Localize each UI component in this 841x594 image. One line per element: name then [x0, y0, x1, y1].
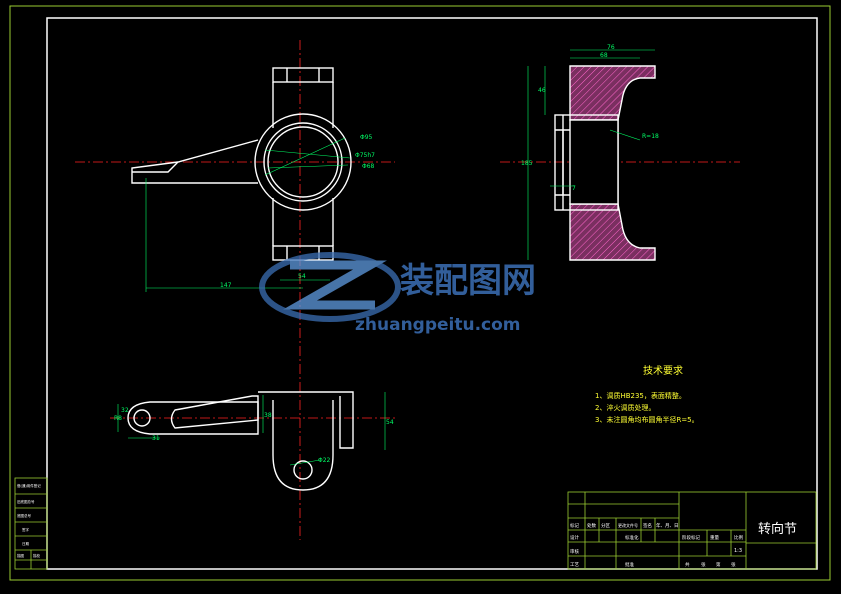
tb-zone: 分区: [601, 522, 610, 529]
tech-heading: 技术要求: [643, 364, 683, 377]
side-section-view: [554, 65, 656, 261]
watermark-logo: [259, 252, 401, 322]
dim-base-width: 54: [298, 273, 306, 280]
side-strip: [14, 477, 48, 570]
dim-left-height: 32: [121, 407, 129, 414]
dim-radius: R=18: [642, 133, 659, 140]
strip-old-base: 旧底图总号: [17, 499, 35, 504]
dim-left-small: R8: [114, 415, 122, 422]
strip-sign: 签字: [22, 527, 29, 532]
inner-frame: [46, 17, 818, 570]
tb-design: 设计: [570, 534, 579, 541]
tb-sign: 签名: [643, 522, 652, 529]
strip-borrowed: 借(通)用件登记: [17, 483, 41, 488]
strip-trace: 描图: [17, 553, 24, 558]
tb-weight: 重量: [710, 534, 719, 541]
watermark-brand: 装配图网: [400, 261, 536, 301]
outer-frame: [9, 5, 831, 581]
tb-stage: 阶段标记: [682, 534, 700, 541]
strip-date: 日期: [22, 541, 29, 546]
dim-arm-length: 147: [220, 282, 232, 289]
dim-right-height: 54: [386, 419, 394, 426]
tb-date: 年、月、日: [656, 522, 679, 529]
top-view-dimension-lines: [117, 392, 386, 466]
front-view: [131, 67, 352, 261]
dim-side-small: 7: [572, 185, 576, 192]
tb-approve: 批准: [625, 561, 634, 568]
tech-item-2: 2、淬火调质处理。: [595, 403, 655, 412]
front-view-dimension-lines: [145, 137, 351, 292]
tb-standard: 标准化: [625, 534, 639, 541]
drawing-title: 转向节: [758, 521, 797, 537]
tb-change-doc: 更改文件号: [618, 522, 638, 528]
strip-check: 描校: [33, 553, 40, 558]
tb-sheets-total: 共: [685, 561, 690, 568]
dim-mid-height: 38: [264, 412, 272, 419]
dim-height-upper: 46: [538, 87, 546, 94]
tb-sheets-unit2: 张: [731, 561, 736, 568]
tech-item-1: 1、调质HB235，表面精整。: [595, 391, 686, 400]
dim-top-width-outer: 76: [607, 44, 615, 51]
tb-sheet-no: 第: [716, 561, 721, 568]
tb-marker: 标记: [570, 522, 579, 529]
dim-height-total: 185: [521, 160, 533, 167]
strip-base: 底图总号: [17, 513, 31, 518]
dim-left-width: 31: [152, 435, 160, 442]
dim-dia3: Φ68: [362, 163, 375, 170]
tb-scale-label: 比例: [734, 534, 743, 541]
dim-top-width-inner: 68: [600, 52, 608, 59]
dim-dia1: Φ95: [360, 134, 373, 141]
side-view-dimension-lines: [527, 49, 655, 260]
top-view: [127, 391, 354, 491]
tb-review: 审核: [570, 548, 579, 555]
tb-sheets-unit1: 张: [701, 561, 706, 568]
tb-process: 工艺: [570, 562, 579, 568]
tech-item-3: 3、未注圆角均布圆角半径R=5。: [595, 415, 699, 424]
tb-count: 处数: [587, 522, 596, 529]
dim-dia2: Φ75h7: [355, 152, 375, 159]
title-block: [567, 491, 817, 570]
dim-hole: Φ22: [318, 457, 331, 464]
watermark-url: zhuangpeitu.com: [355, 315, 521, 335]
tb-scale-value: 1:3: [734, 548, 742, 554]
